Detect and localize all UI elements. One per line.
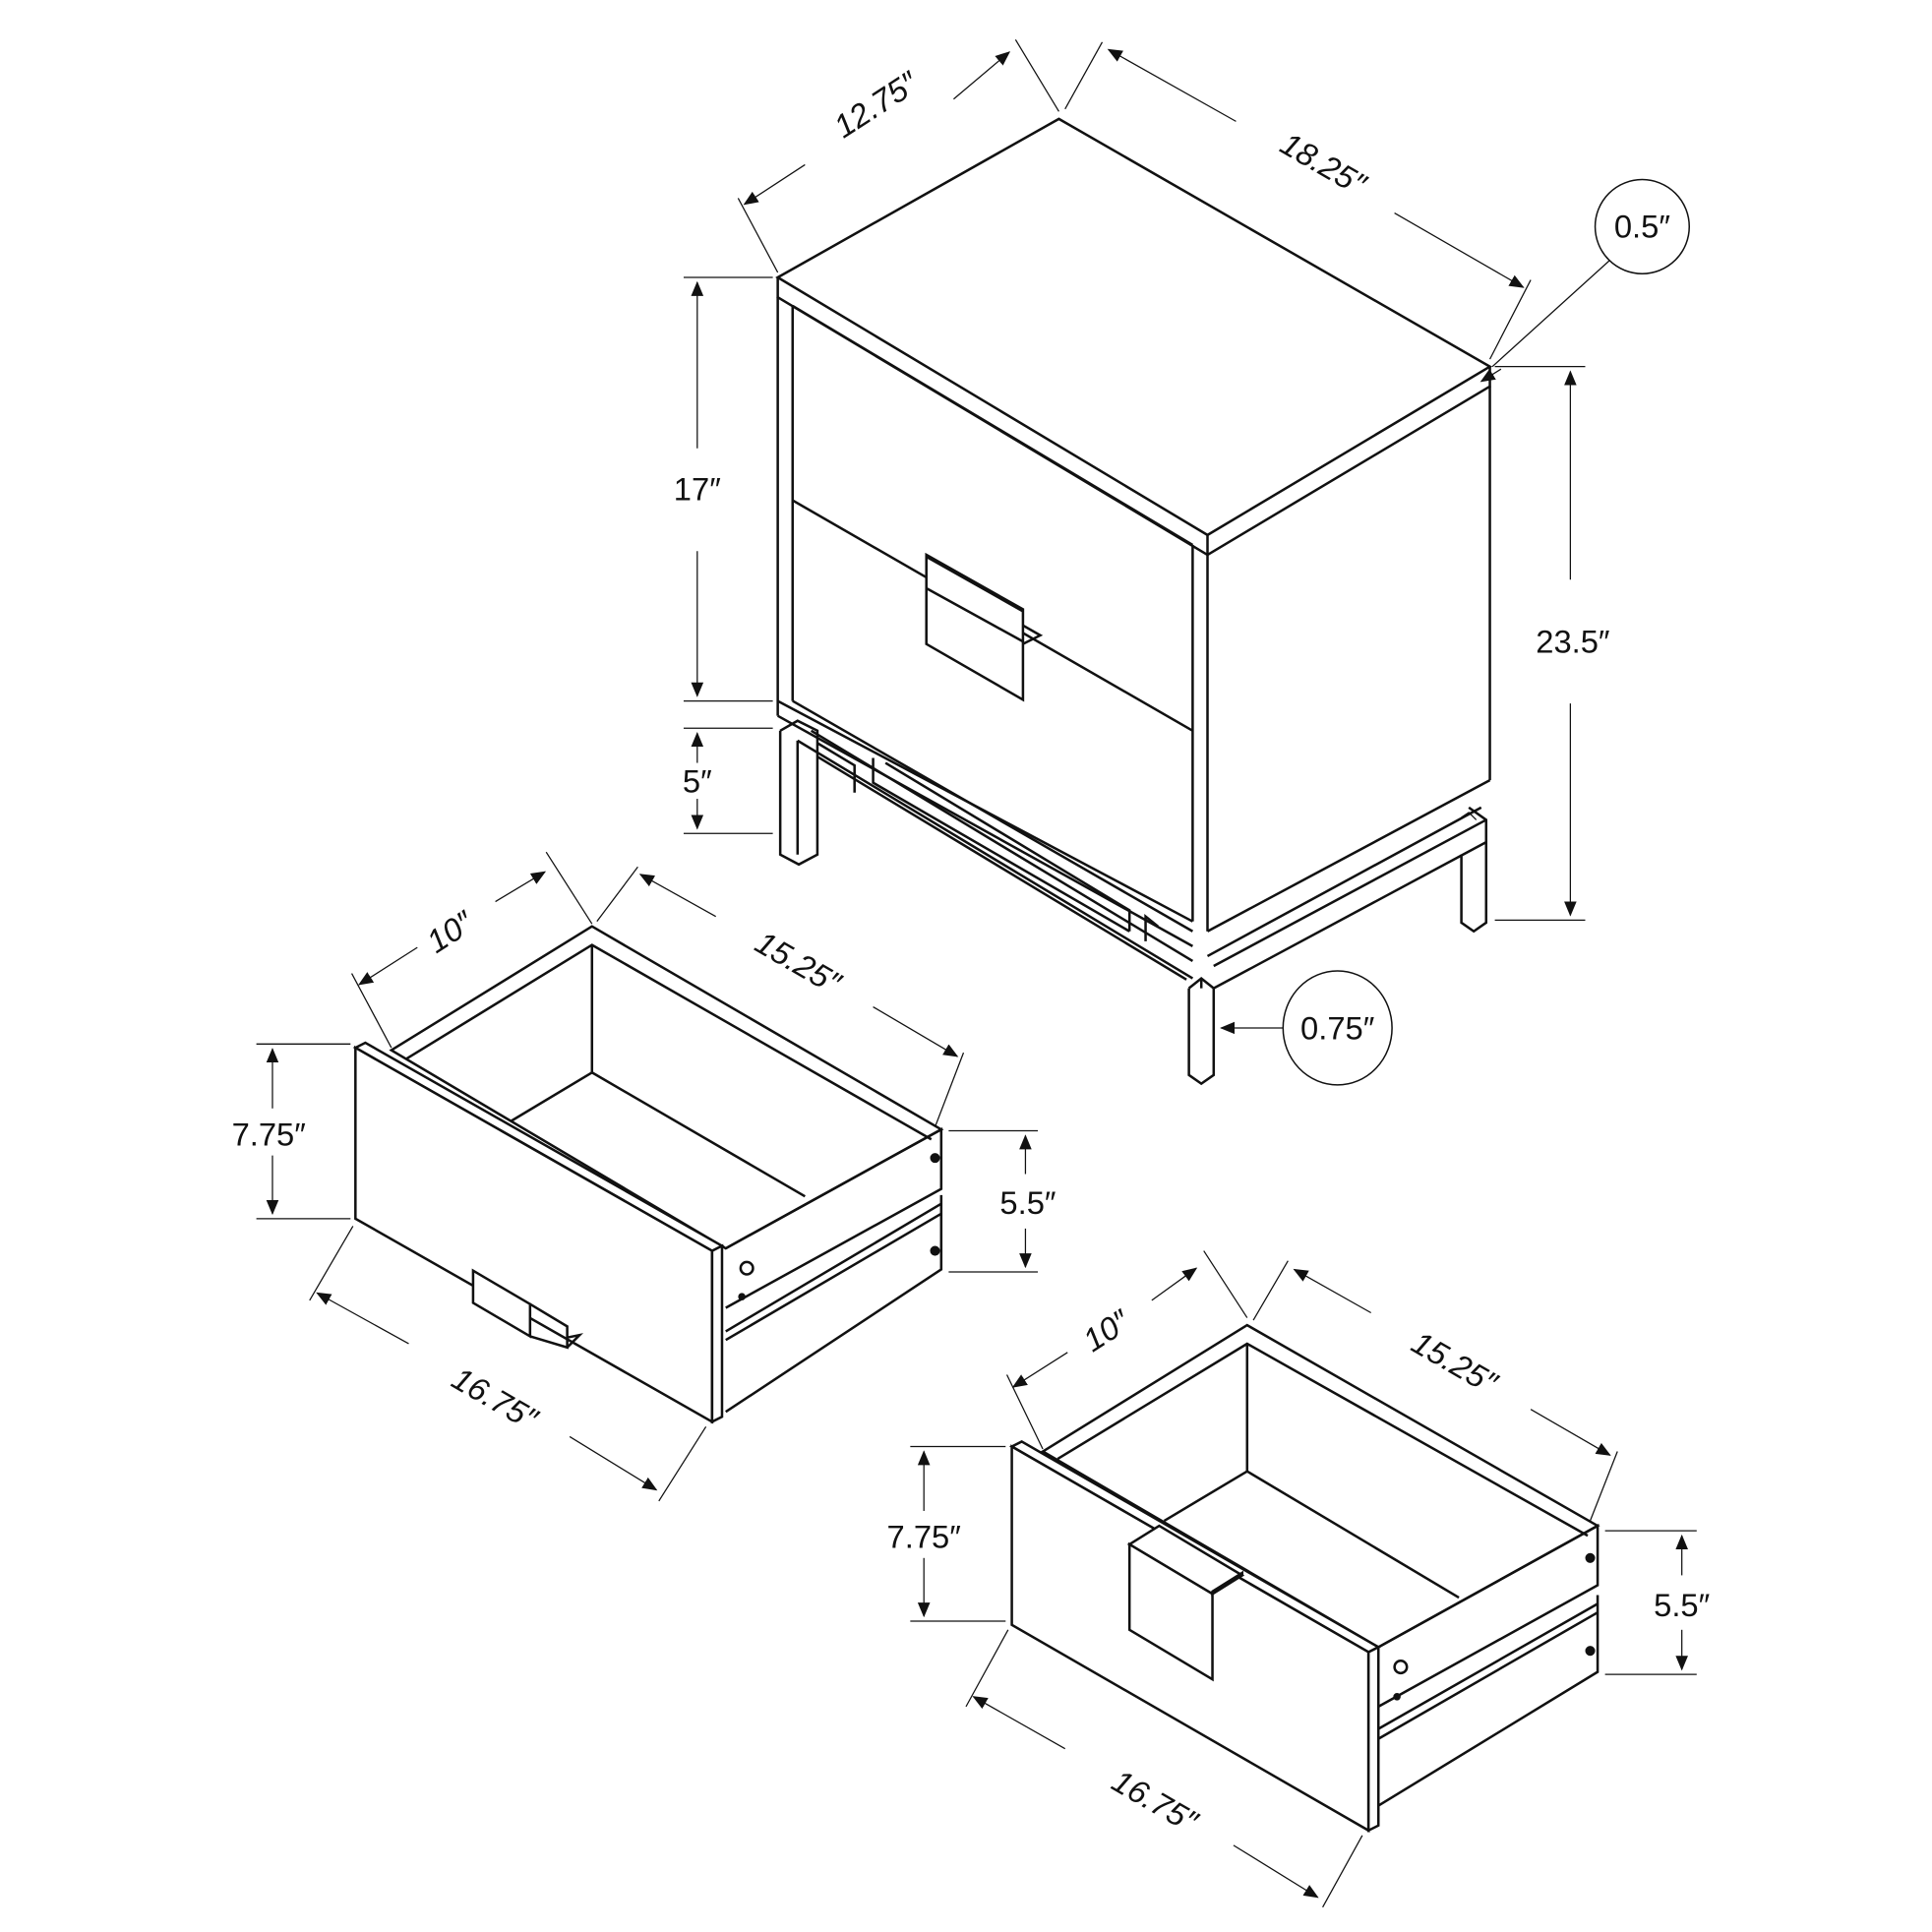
drawer-1-drawing: 10″ 15.25″ 7.75″ 5.5″: [232, 851, 1056, 1502]
dim-drawer-1-box-height: 5.5″: [948, 1129, 1056, 1273]
cabinet-top: [775, 117, 1493, 557]
label-cabinet-width: 18.25″: [1275, 125, 1374, 203]
label-drawer-2-depth: 10″: [1076, 1301, 1137, 1358]
drawer-2-pull: [1126, 1524, 1245, 1682]
label-drawer-2-box-height: 5.5″: [1654, 1587, 1710, 1623]
label-body-height: 17″: [674, 471, 721, 508]
drawer-2-drawing: 10″ 15.25″ 7.75″ 5.5″ 16: [887, 1250, 1710, 1908]
label-top-thickness: 0.5″: [1614, 209, 1670, 245]
label-drawer-1-front-width: 16.75″: [446, 1359, 545, 1437]
label-drawer-2-front-height: 7.75″: [887, 1519, 961, 1555]
label-leg-thickness: 0.75″: [1300, 1009, 1374, 1046]
cabinet-side: [1206, 386, 1491, 933]
label-drawer-1-box-height: 5.5″: [999, 1184, 1056, 1221]
dim-drawer-2-box-height: 5.5″: [1604, 1530, 1710, 1675]
callout-leg-thickness: 0.75″: [1220, 970, 1393, 1086]
dim-base-height: 5″: [683, 727, 773, 834]
drawer-1-pull: [471, 1268, 584, 1350]
drawer-1-front: [352, 1041, 725, 1424]
dim-drawer-2-front-height: 7.75″: [887, 1445, 1006, 1622]
label-overall-height: 23.5″: [1536, 623, 1609, 659]
label-drawer-2-front-width: 16.75″: [1106, 1762, 1205, 1840]
label-drawer-2-length: 15.25″: [1406, 1324, 1505, 1402]
cabinet-drawing: 12.75″ 18.25″ 0.5″ 17″: [674, 38, 1690, 1086]
callout-top-thickness: 0.5″: [1479, 178, 1690, 383]
metal-base: [778, 719, 1488, 1086]
drawer-pull: [925, 552, 1044, 702]
label-drawer-1-front-height: 7.75″: [232, 1117, 306, 1153]
label-cabinet-depth: 12.75″: [827, 63, 926, 145]
label-drawer-1-depth: 10″: [420, 903, 481, 960]
label-base-height: 5″: [683, 763, 712, 800]
label-drawer-1-length: 15.25″: [750, 924, 849, 1001]
dim-overall-height: 23.5″: [1494, 366, 1610, 922]
dim-body-height: 17″: [674, 276, 773, 702]
cabinet-front: [776, 297, 1209, 947]
dim-drawer-1-front-height: 7.75″: [232, 1043, 351, 1220]
